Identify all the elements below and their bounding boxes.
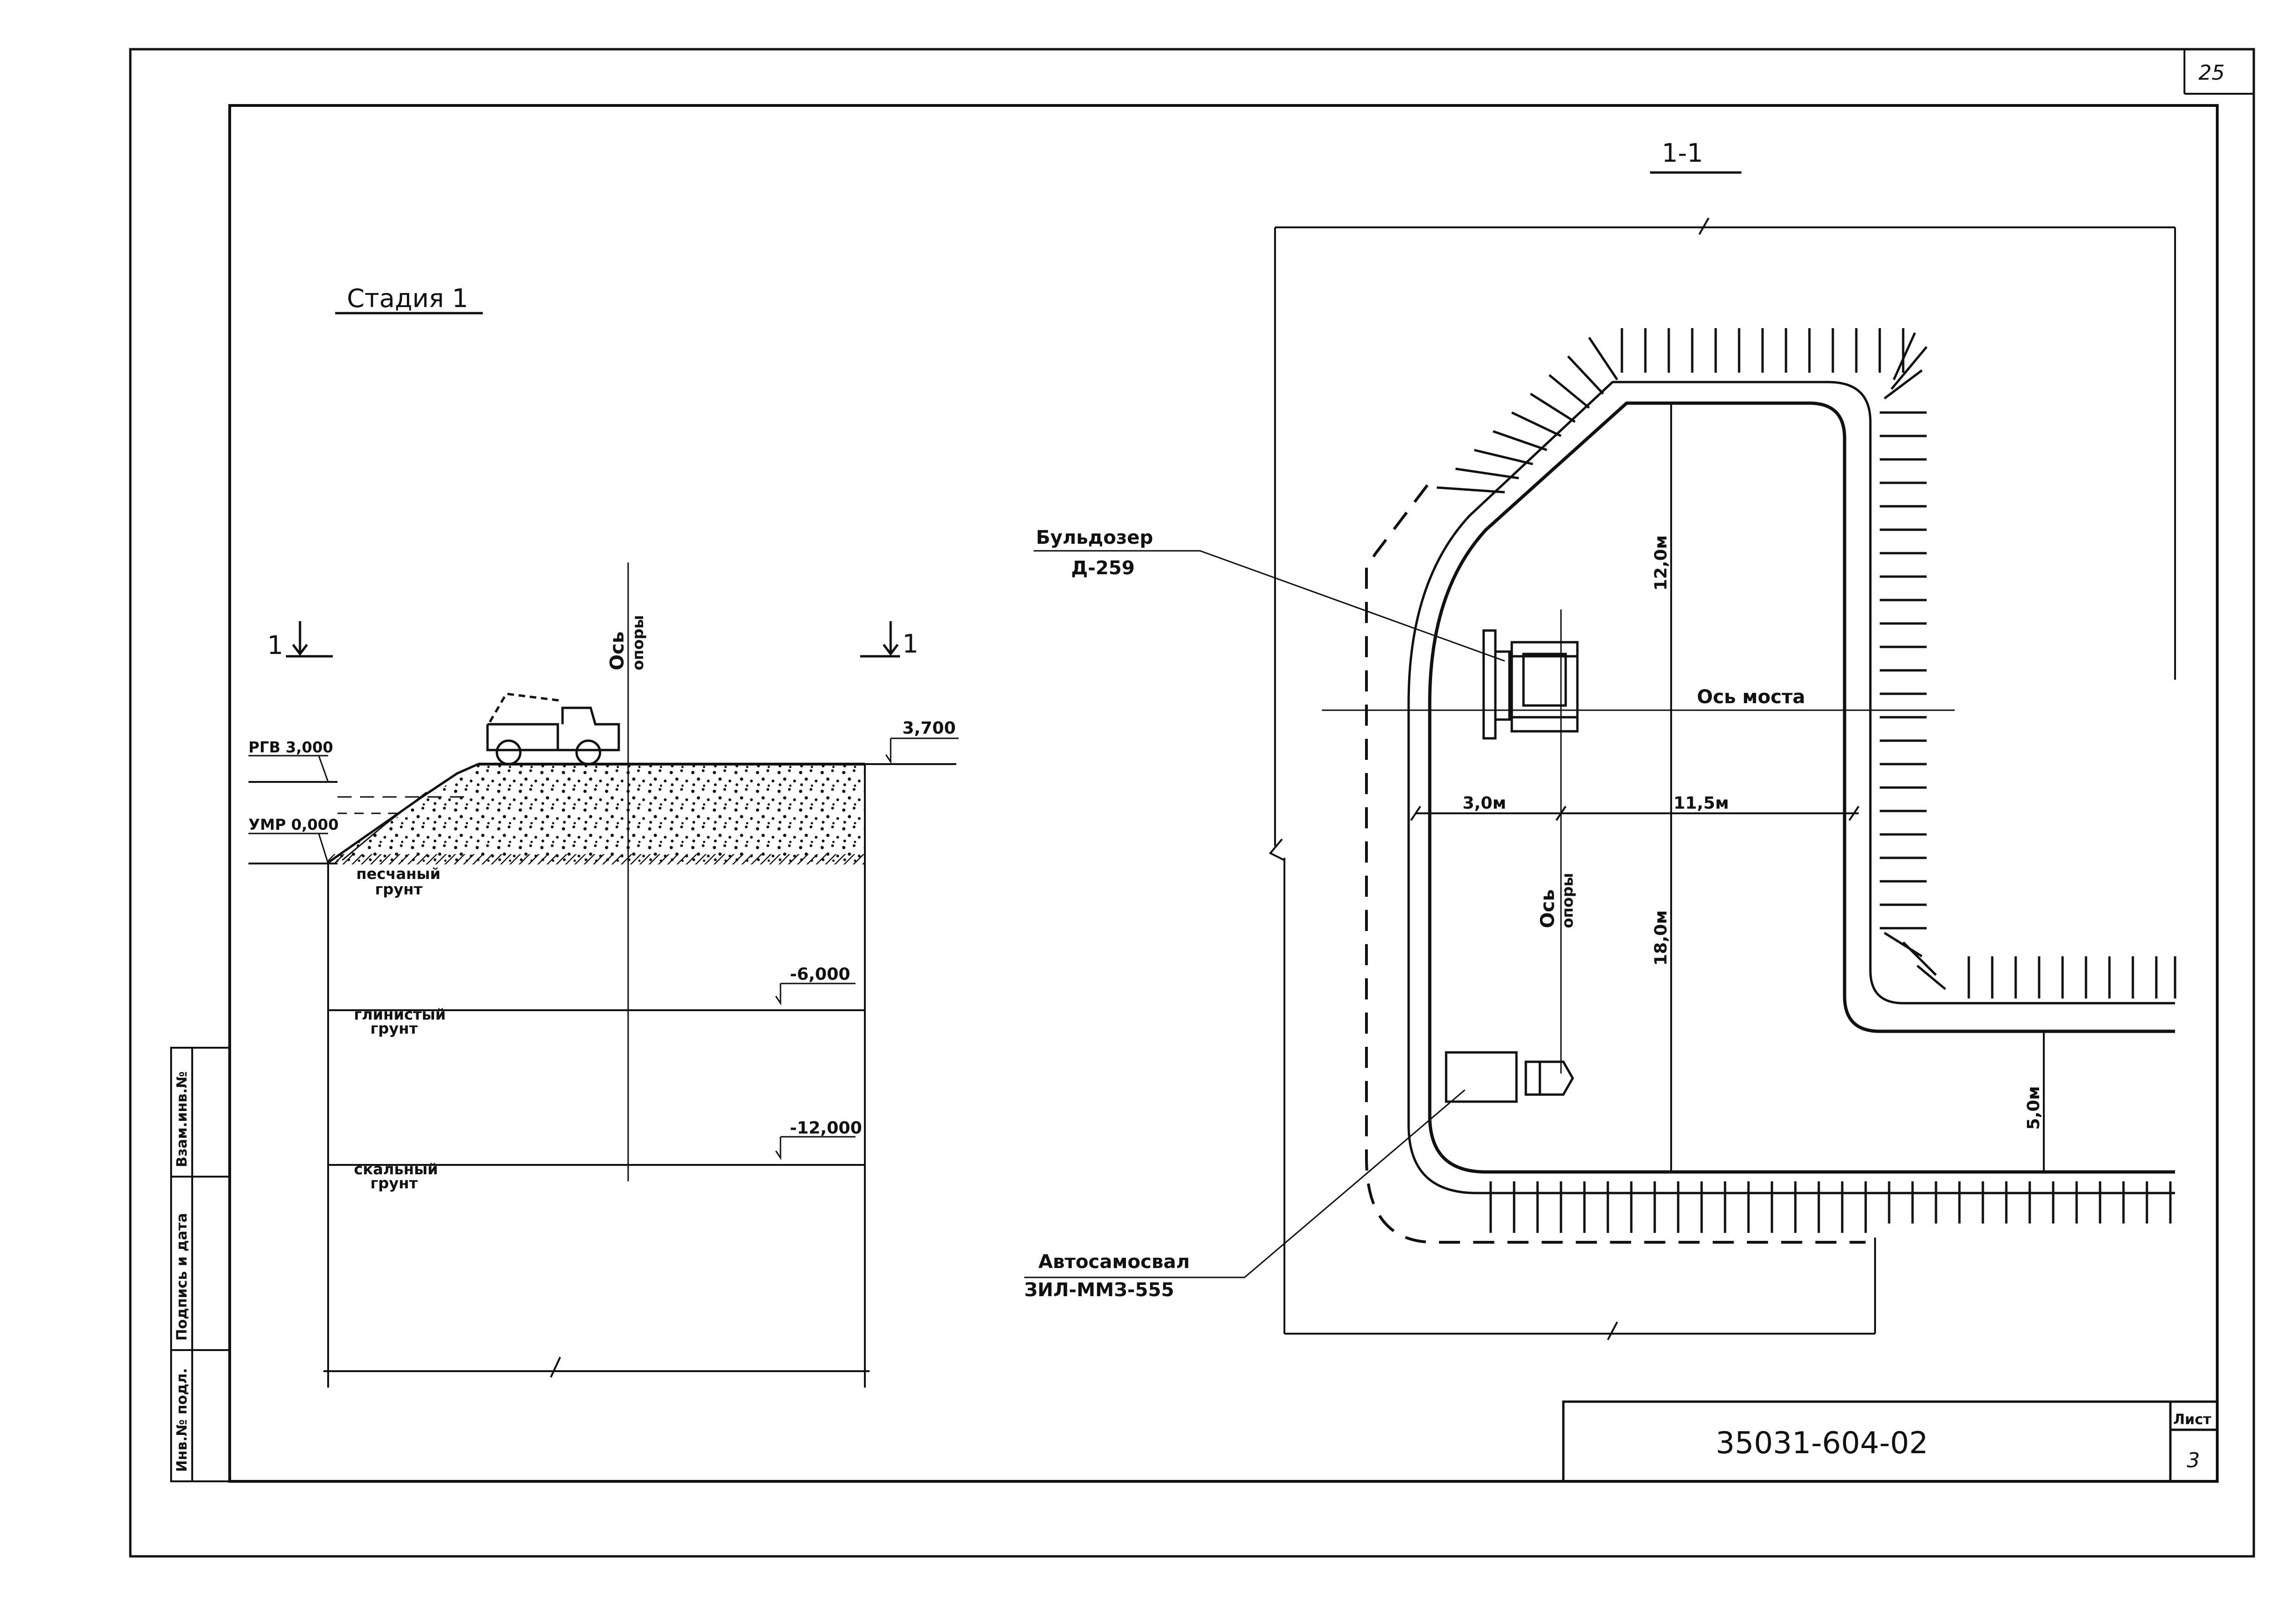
dim-3m: 3,0м bbox=[1463, 794, 1506, 813]
bulldozer-label-line1: Бульдозер bbox=[1036, 527, 1153, 548]
soil-sand-line2: грунт bbox=[375, 880, 423, 898]
section-arrow-left bbox=[286, 621, 333, 658]
truck-label-line2: ЗИЛ-ММЗ-555 bbox=[1024, 1279, 1174, 1301]
section-arrow-right bbox=[860, 621, 900, 658]
soil-clay-line2: грунт bbox=[370, 1020, 418, 1037]
truck-label-line1: Автосамосвал bbox=[1038, 1251, 1190, 1273]
dump-truck-icon bbox=[486, 692, 620, 766]
slope-hatching bbox=[1436, 328, 2176, 1233]
sheet-number: 3 bbox=[2187, 1449, 2200, 1472]
plan-pier-axis-line1: Ось bbox=[1537, 889, 1559, 928]
soil-rock-line1: скальный bbox=[354, 1160, 438, 1178]
pit-contour-outer bbox=[1407, 381, 2175, 1194]
bulldozer-label-line2: Д-259 bbox=[1071, 557, 1135, 579]
pit-contour bbox=[1428, 401, 2175, 1174]
level-umr: УМР 0,000 bbox=[248, 816, 338, 833]
bulldozer-leader bbox=[1034, 550, 1505, 662]
section-title: 1-1 bbox=[1662, 138, 1703, 168]
plan-dimensions bbox=[1410, 403, 2045, 1172]
stamp-side-inv: Инв.№ подл. bbox=[174, 1368, 190, 1472]
level-minus-12: -12,000 bbox=[790, 1119, 862, 1138]
pier-axis-label-line2: опоры bbox=[629, 615, 647, 670]
plan-outline bbox=[1268, 218, 2176, 1340]
bulldozer-icon bbox=[1482, 629, 1579, 740]
dim-11-5m: 11,5м bbox=[1673, 794, 1729, 813]
level-minus-6: -6,000 bbox=[790, 965, 850, 984]
soil-clay-line1: глинистый bbox=[354, 1006, 446, 1023]
pier-axis-label-line1: Ось bbox=[607, 631, 628, 670]
stamp-side-replace: Взам.инв.№ bbox=[174, 1071, 190, 1167]
level-rgv: РГВ 3,000 bbox=[248, 738, 333, 756]
sheet-label: Лист bbox=[2173, 1411, 2212, 1428]
soil-section bbox=[248, 563, 956, 1388]
embankment-dashed-outline bbox=[1365, 484, 1866, 1244]
drawing-code: 35031-604-02 bbox=[1716, 1426, 1928, 1461]
bridge-axis-label: Ось моста bbox=[1697, 686, 1805, 708]
section-mark-left: 1 bbox=[267, 631, 283, 660]
title-block bbox=[1562, 1400, 2219, 1483]
dim-5m: 5,0м bbox=[2024, 1086, 2043, 1130]
dim-12m: 12,0м bbox=[1651, 535, 1671, 591]
soil-sand-line1: песчаный bbox=[356, 865, 441, 883]
sand-fill bbox=[328, 764, 865, 863]
sand-base-hatch bbox=[328, 854, 865, 864]
side-stamp bbox=[170, 1047, 231, 1482]
section-mark-right: 1 bbox=[902, 629, 918, 659]
soil-rock-line2: грунт bbox=[370, 1174, 418, 1192]
truck-leader bbox=[1024, 1089, 1465, 1278]
plan-pier-axis-line2: опоры bbox=[1559, 873, 1576, 928]
level-top: 3,700 bbox=[902, 719, 956, 738]
dim-18m: 18,0м bbox=[1651, 910, 1671, 966]
sheet-frame bbox=[129, 48, 2255, 1558]
stage-title: Стадия 1 bbox=[347, 284, 468, 313]
plan-truck-icon bbox=[1445, 1051, 1574, 1103]
stamp-side-sign: Подпись и дата bbox=[174, 1213, 190, 1341]
page-number: 25 bbox=[2198, 61, 2225, 85]
